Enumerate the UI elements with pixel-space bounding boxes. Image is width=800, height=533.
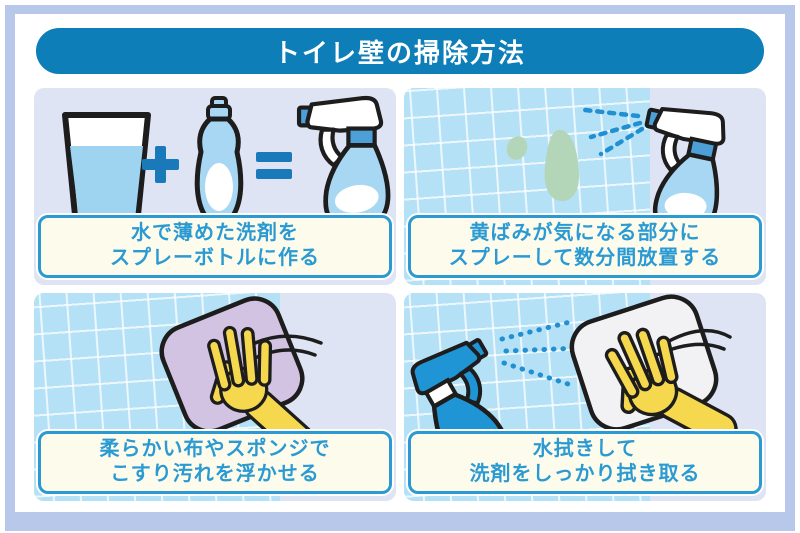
detergent-bottle-icon (194, 96, 244, 225)
caption-line: スプレーボトルに作る (110, 246, 320, 269)
step-panel-1: 水で薄めた洗剤を スプレーボトルに作る (34, 88, 396, 285)
water-glass-icon (62, 112, 151, 228)
caption-step-2: 黄ばみが気になる部分に スプレーして数分間放置する (408, 214, 762, 278)
spray-mist-icon (582, 107, 645, 157)
caption-step-1: 水で薄めた洗剤を スプレーボトルに作る (38, 214, 392, 278)
caption-line: こすり汚れを浮かせる (110, 462, 320, 485)
stain-icon (506, 129, 580, 202)
step-panel-3: 柔らかい布やスポンジで こすり汚れを浮かせる (34, 293, 396, 501)
step-4-art (404, 294, 751, 483)
title-bar: トイレ壁の掃除方法 (36, 28, 764, 74)
equals-icon (256, 152, 292, 179)
caption-line: 水で薄めた洗剤を (131, 221, 299, 244)
caption-line: 水拭きして (532, 437, 638, 460)
step-panel-4: 水拭きして 洗剤をしっかり拭き取る (404, 293, 766, 501)
step-2-art (506, 88, 766, 285)
caption-step-4: 水拭きして 洗剤をしっかり拭き取る (408, 430, 762, 494)
caption-line: 洗剤をしっかり拭き取る (469, 462, 701, 485)
caption-line: スプレーして数分間放置する (448, 246, 722, 269)
spray-bottle-icon (299, 98, 388, 226)
step-1-art (62, 88, 396, 285)
step-panel-2: 黄ばみが気になる部分に スプレーして数分間放置する (404, 88, 766, 285)
caption-line: 黄ばみが気になる部分に (469, 221, 701, 244)
page-title: トイレ壁の掃除方法 (273, 37, 526, 68)
caption-step-3: 柔らかい布やスポンジで こすり汚れを浮かせる (38, 430, 392, 494)
spray-mist-icon (499, 318, 585, 389)
caption-line: 柔らかい布やスポンジで (99, 437, 331, 460)
plus-icon (142, 146, 179, 183)
step-3-art (159, 296, 324, 474)
